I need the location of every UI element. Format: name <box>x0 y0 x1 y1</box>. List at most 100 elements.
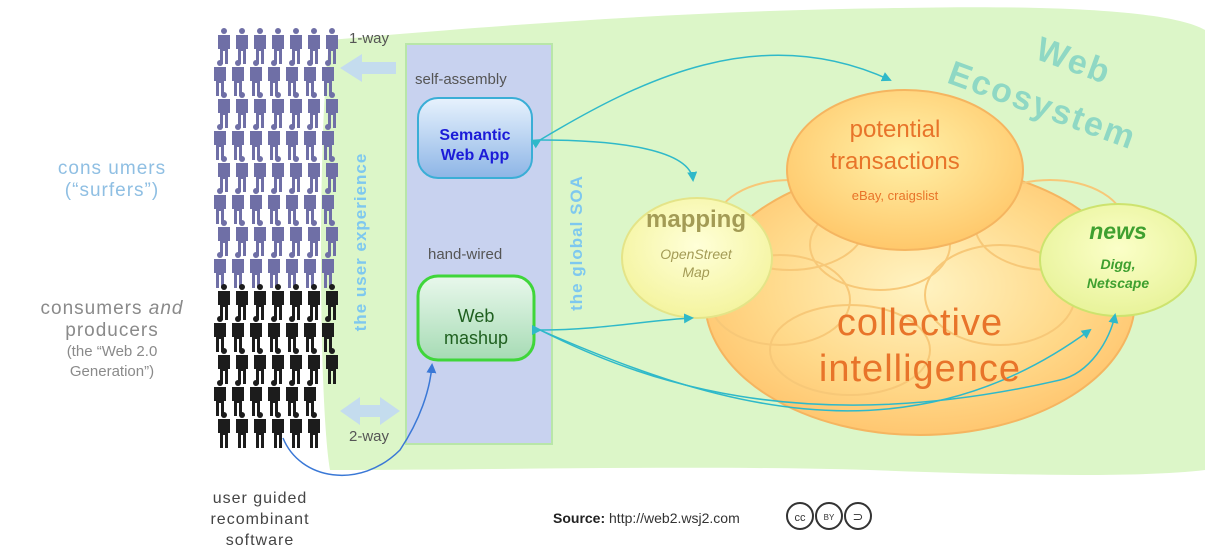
person-icon-head <box>293 92 299 98</box>
one-way-arrow <box>340 54 396 82</box>
person-icon-body <box>218 35 230 64</box>
person-icon-head <box>239 28 245 34</box>
person-icon-body <box>250 259 262 288</box>
person-icon-head <box>221 92 227 98</box>
person-icon-body <box>250 131 262 160</box>
person-icon-head <box>275 92 281 98</box>
person-icon-body <box>322 259 334 288</box>
person-icon-body <box>272 35 284 64</box>
person-icon-head <box>325 316 331 322</box>
person-icon-head <box>239 220 245 226</box>
person-icon-head <box>329 156 335 162</box>
guided-arrow <box>282 363 437 476</box>
person-icon-body <box>326 291 338 320</box>
person-icon-head <box>257 412 263 418</box>
person-icon-body <box>290 227 302 256</box>
person-icon-head <box>271 188 277 194</box>
producers-label-line1: consumers and <box>40 298 184 319</box>
user-experience-label: the user experience <box>351 152 370 332</box>
person-icon-body <box>214 259 226 288</box>
person-icon-head <box>275 284 281 290</box>
person-icon-body <box>254 419 266 448</box>
person-icon-head <box>217 380 223 386</box>
person-icon-body <box>322 131 334 160</box>
by-badge: BY <box>824 513 835 522</box>
person-icon-head <box>221 28 227 34</box>
license-badges: cc BY ⊃ <box>786 502 872 530</box>
person-icon-head <box>235 60 241 66</box>
person-icon-head <box>275 156 281 162</box>
person-icon-head <box>289 60 295 66</box>
person-icon-body <box>308 35 320 64</box>
person-icon-head <box>235 380 241 386</box>
person-icon-body <box>232 131 244 160</box>
person-icon-head <box>257 92 263 98</box>
consumer-people-icons <box>214 28 338 288</box>
person-icon-head <box>271 380 277 386</box>
person-icon-body <box>308 163 320 192</box>
person-icon-body <box>214 67 226 96</box>
person-icon-body <box>232 323 244 352</box>
digg-netscape-label: Digg, Netscape <box>1065 255 1171 293</box>
person-icon-head <box>307 316 313 322</box>
consumers-label-line1: cons umers <box>57 158 167 179</box>
person-icon-head <box>325 252 331 258</box>
user-guided-line3: software <box>225 532 295 549</box>
person-icon-head <box>311 156 317 162</box>
openstreetmap-line1: OpenStreet <box>660 246 732 262</box>
person-icon-body <box>236 419 248 448</box>
transactions-label: transactions <box>830 148 960 175</box>
person-icon-head <box>311 92 317 98</box>
user-guided-line2: recombinant <box>210 511 310 528</box>
person-icon-body <box>304 387 316 416</box>
person-icon-body <box>326 35 338 64</box>
person-icon-body <box>290 419 302 448</box>
person-icon-head <box>221 284 227 290</box>
person-icon-body <box>290 99 302 128</box>
person-icon-body <box>322 195 334 224</box>
person-icon-head <box>289 188 295 194</box>
web-mashup-label: Web mashup <box>418 305 534 349</box>
person-icon-head <box>289 124 295 130</box>
person-icon-body <box>308 355 320 384</box>
person-icon-body <box>304 195 316 224</box>
netscape-line: Netscape <box>1086 275 1150 291</box>
person-icon-body <box>268 323 280 352</box>
person-icon-head <box>221 156 227 162</box>
person-icon-head <box>275 348 281 354</box>
person-icon-head <box>271 316 277 322</box>
sa-badge: ⊃ <box>853 510 864 525</box>
person-icon-body <box>286 259 298 288</box>
person-icon-body <box>250 323 262 352</box>
person-icon-body <box>286 131 298 160</box>
person-icon-head <box>217 316 223 322</box>
person-icon-head <box>325 188 331 194</box>
person-icon-body <box>254 99 266 128</box>
person-icon-head <box>239 348 245 354</box>
person-icon-body <box>232 195 244 224</box>
person-icon-body <box>290 163 302 192</box>
person-icon-body <box>304 323 316 352</box>
person-icon-body <box>214 323 226 352</box>
person-icon-head <box>307 380 313 386</box>
person-icon-body <box>254 227 266 256</box>
person-icon-body <box>236 291 248 320</box>
person-icon-body <box>272 355 284 384</box>
user-guided-line1: user guided <box>212 490 308 507</box>
person-icon-head <box>253 316 259 322</box>
person-icon-body <box>272 227 284 256</box>
cc-badge: cc <box>795 512 807 524</box>
web2-generation-line1: (the “Web 2.0 <box>66 343 158 360</box>
person-icon-head <box>257 156 263 162</box>
consumers-label-line2: (“surfers”) <box>64 180 160 201</box>
person-icon-head <box>221 220 227 226</box>
person-icon-head <box>275 220 281 226</box>
person-icon-body <box>236 163 248 192</box>
person-icon-head <box>221 348 227 354</box>
person-icon-head <box>257 348 263 354</box>
person-icon-head <box>289 252 295 258</box>
person-icon-body <box>218 419 230 448</box>
person-icon-body <box>268 195 280 224</box>
person-icon-head <box>217 252 223 258</box>
